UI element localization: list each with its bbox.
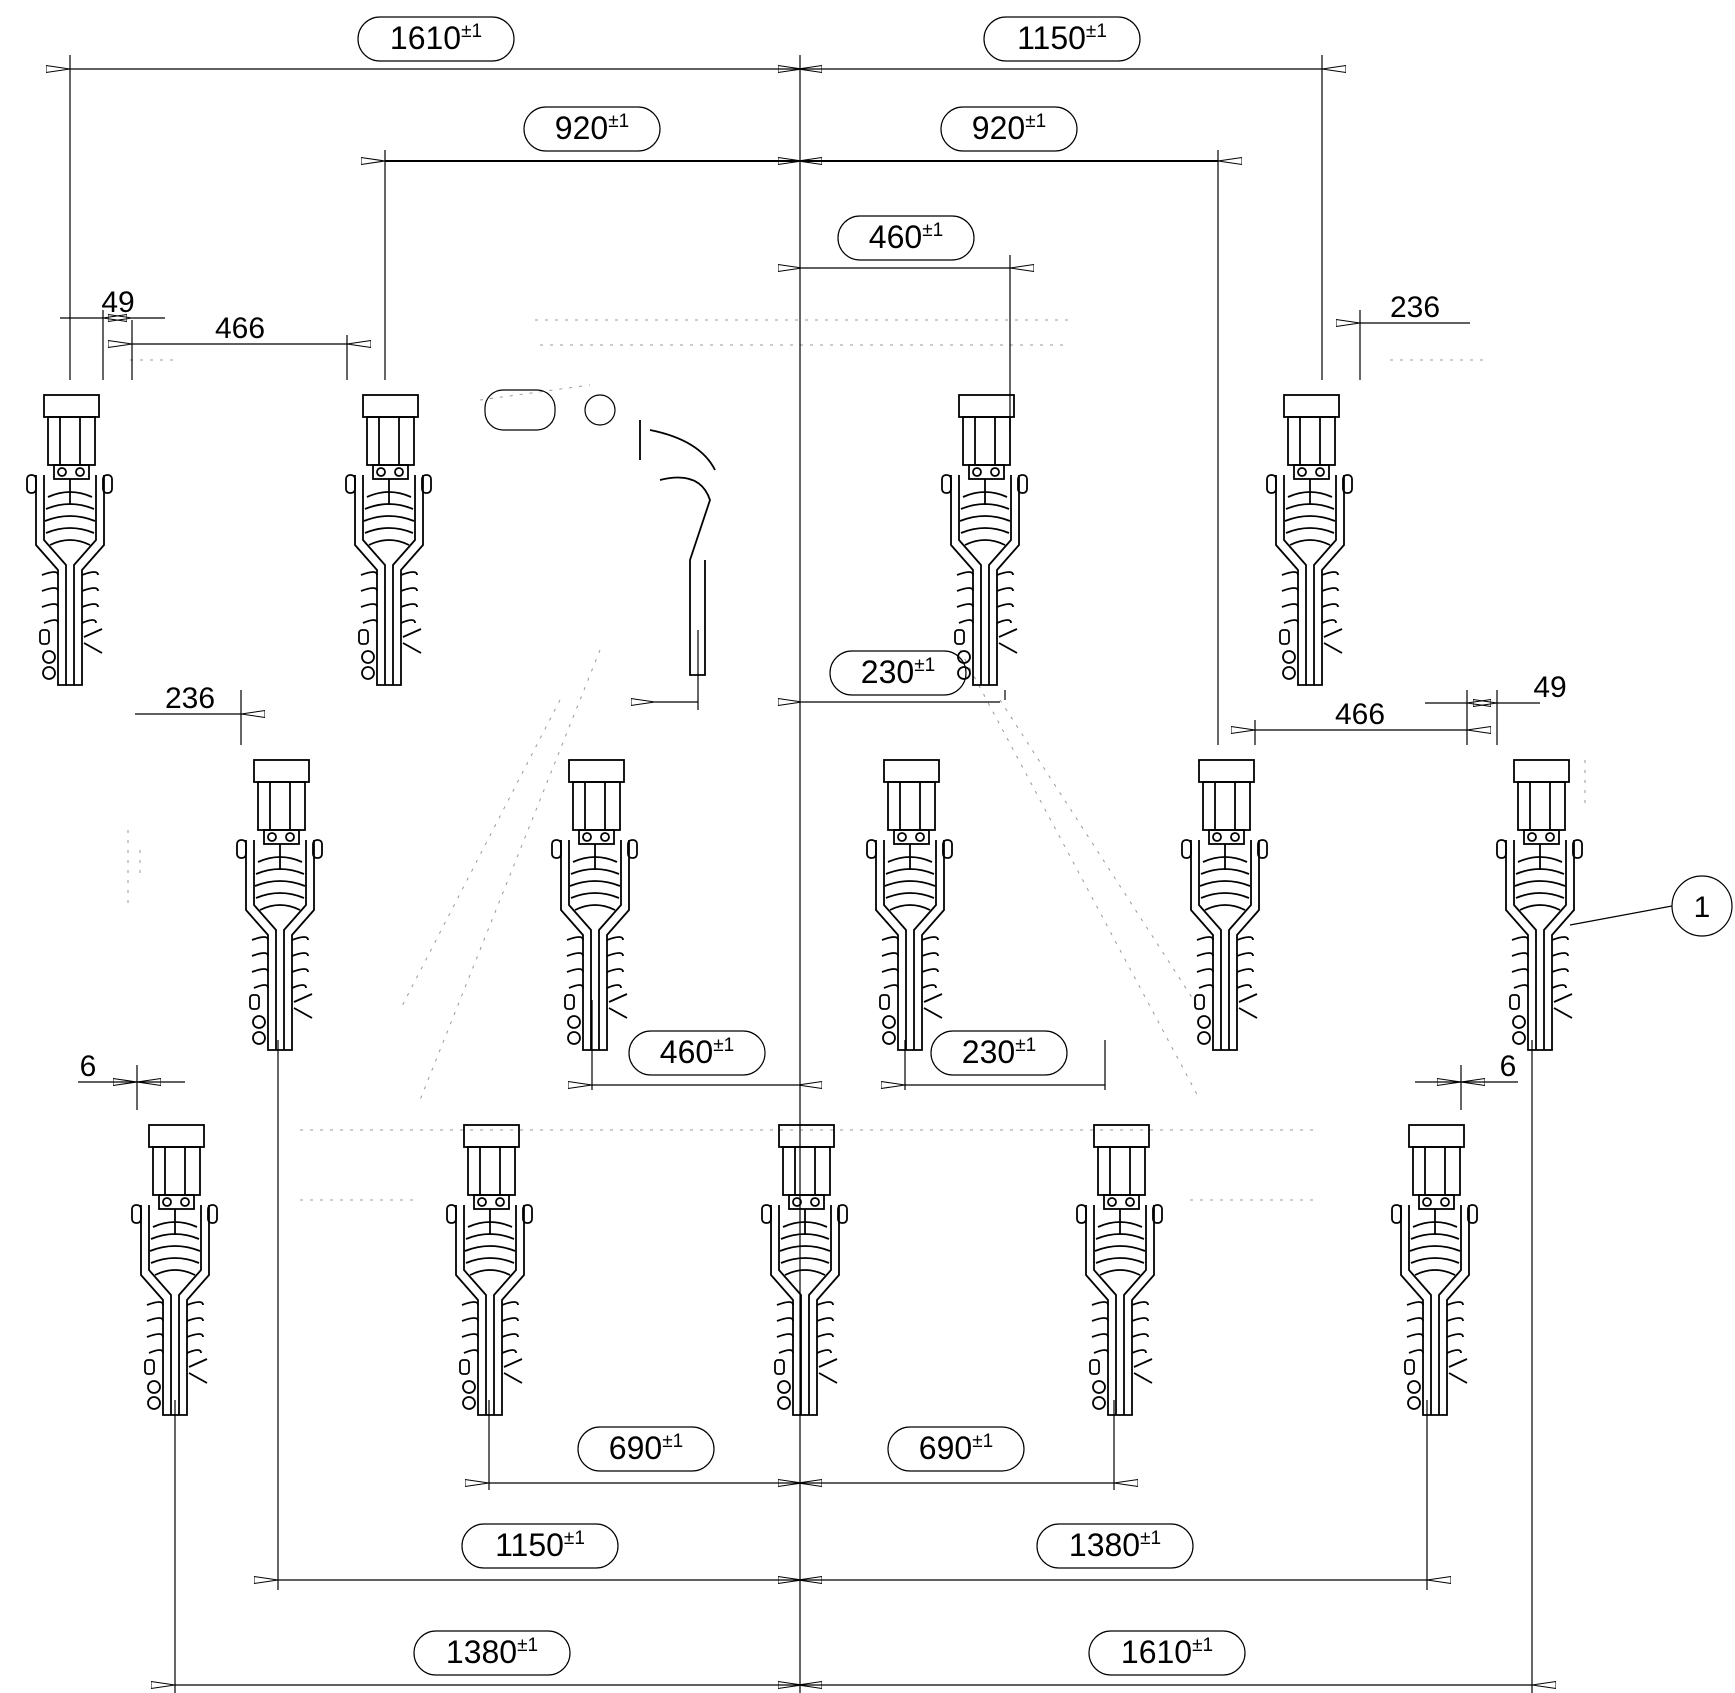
svg-text:920±1: 920±1 xyxy=(972,110,1046,146)
dimension-1150-bottom-left: 1150±1 xyxy=(461,1523,619,1569)
dimension-tolerance: ±1 xyxy=(972,1431,993,1452)
tine-assembly xyxy=(26,394,113,686)
item-callout: 1 xyxy=(1569,875,1733,937)
partial-tine-shanks xyxy=(639,420,716,676)
svg-text:460±1: 460±1 xyxy=(869,219,943,255)
dimension-1380-bottom-left: 1380±1 xyxy=(413,1630,571,1676)
dimension-tolerance: ±1 xyxy=(1025,111,1046,132)
svg-text:920±1: 920±1 xyxy=(555,110,629,146)
dimension-tolerance: ±1 xyxy=(713,1035,734,1056)
dimension-690-bottom-right: 690±1 xyxy=(887,1426,1025,1472)
tine-row-2 xyxy=(236,759,1583,1051)
tine-assembly xyxy=(236,759,323,1051)
dimension-value: 460 xyxy=(869,219,922,255)
svg-text:690±1: 690±1 xyxy=(609,1430,683,1466)
dimension-1150-top-right: 1150±1 xyxy=(983,16,1141,62)
dimension-value: 920 xyxy=(972,110,1025,146)
tine-assembly xyxy=(1391,1124,1478,1416)
tine-assembly xyxy=(1076,1124,1163,1416)
dimension-tolerance: ±1 xyxy=(608,111,629,132)
svg-text:230±1: 230±1 xyxy=(962,1034,1036,1070)
dimension-value: 1610 xyxy=(390,20,461,56)
svg-text:1610±1: 1610±1 xyxy=(1121,1634,1213,1670)
dimension-value: 1150 xyxy=(495,1527,564,1563)
tine-assembly xyxy=(941,394,1028,686)
svg-text:1610±1: 1610±1 xyxy=(390,20,482,56)
dimension-1610-top-left: 1610±1 xyxy=(357,16,515,62)
dimension-tolerance: ±1 xyxy=(1192,1635,1213,1656)
gap-dimension-6-right: 6 xyxy=(1500,1050,1517,1083)
dimension-value: 690 xyxy=(919,1430,972,1466)
svg-text:1150±1: 1150±1 xyxy=(495,1527,585,1563)
gap-dimension-49-right: 49 xyxy=(1533,671,1566,704)
gap-dimension-6-left: 6 xyxy=(80,1050,97,1083)
dimension-tolerance: ±1 xyxy=(662,1431,683,1452)
dimension-value: 690 xyxy=(609,1430,662,1466)
dimension-value: 230 xyxy=(861,654,914,690)
dimension-tolerance: ±1 xyxy=(1086,21,1107,42)
dimension-690-bottom-left: 690±1 xyxy=(577,1426,715,1472)
svg-text:1380±1: 1380±1 xyxy=(1069,1527,1161,1563)
svg-text:1150±1: 1150±1 xyxy=(1017,20,1107,56)
dimension-230-mid-right: 230±1 xyxy=(930,1030,1068,1076)
dimension-value: 1610 xyxy=(1121,1634,1192,1670)
frame-cylinder xyxy=(484,389,616,431)
gap-dimension-236-left: 236 xyxy=(165,682,215,715)
tine-row-3 xyxy=(131,1124,1478,1416)
tine-assembly xyxy=(131,1124,218,1416)
dimension-460-mid: 460±1 xyxy=(628,1030,766,1076)
dimension-tolerance: ±1 xyxy=(914,655,935,676)
dimension-lines xyxy=(60,69,1540,1685)
dimension-tolerance: ±1 xyxy=(564,1528,585,1549)
svg-text:230±1: 230±1 xyxy=(861,654,935,690)
tine-assembly xyxy=(345,394,432,686)
dimension-value: 1150 xyxy=(1017,20,1086,56)
dimension-value: 460 xyxy=(660,1034,713,1070)
dimension-tolerance: ±1 xyxy=(517,1635,538,1656)
dimension-value: 920 xyxy=(555,110,608,146)
dimension-value: 230 xyxy=(962,1034,1015,1070)
dimension-tolerance: ±1 xyxy=(1140,1528,1161,1549)
gap-dimension-49-left: 49 xyxy=(101,286,134,319)
dimension-920-top-left: 920±1 xyxy=(523,106,661,152)
svg-text:460±1: 460±1 xyxy=(660,1034,734,1070)
gap-dimension-466-right: 466 xyxy=(1335,698,1385,731)
gap-dimension-466-left: 466 xyxy=(215,312,265,345)
tine-assembly xyxy=(446,1124,533,1416)
frame-ghost-lines xyxy=(127,319,1586,1201)
extension-lines xyxy=(69,55,1533,1693)
dimension-value: 1380 xyxy=(1069,1527,1140,1563)
dimension-1380-bottom-right: 1380±1 xyxy=(1036,1523,1194,1569)
dimension-value: 1380 xyxy=(446,1634,517,1670)
dimension-920-top-right: 920±1 xyxy=(940,106,1078,152)
dimension-tolerance: ±1 xyxy=(1015,1035,1036,1056)
tine-assembly xyxy=(866,759,953,1051)
dimension-1610-bottom-right: 1610±1 xyxy=(1088,1630,1246,1676)
svg-text:1380±1: 1380±1 xyxy=(446,1634,538,1670)
item-callout-label: 1 xyxy=(1694,891,1711,924)
dimension-230-mid: 230±1 xyxy=(829,650,967,696)
tine-assembly xyxy=(1266,394,1353,686)
svg-text:690±1: 690±1 xyxy=(919,1430,993,1466)
dimension-460-top: 460±1 xyxy=(837,215,975,261)
gap-dimension-236-right: 236 xyxy=(1390,291,1440,324)
dimension-tolerance: ±1 xyxy=(922,220,943,241)
tine-assembly xyxy=(761,1124,848,1416)
dimension-tolerance: ±1 xyxy=(461,21,482,42)
tine-assembly xyxy=(1181,759,1268,1051)
tine-assembly xyxy=(551,759,638,1051)
tine-assembly xyxy=(1496,759,1583,1051)
